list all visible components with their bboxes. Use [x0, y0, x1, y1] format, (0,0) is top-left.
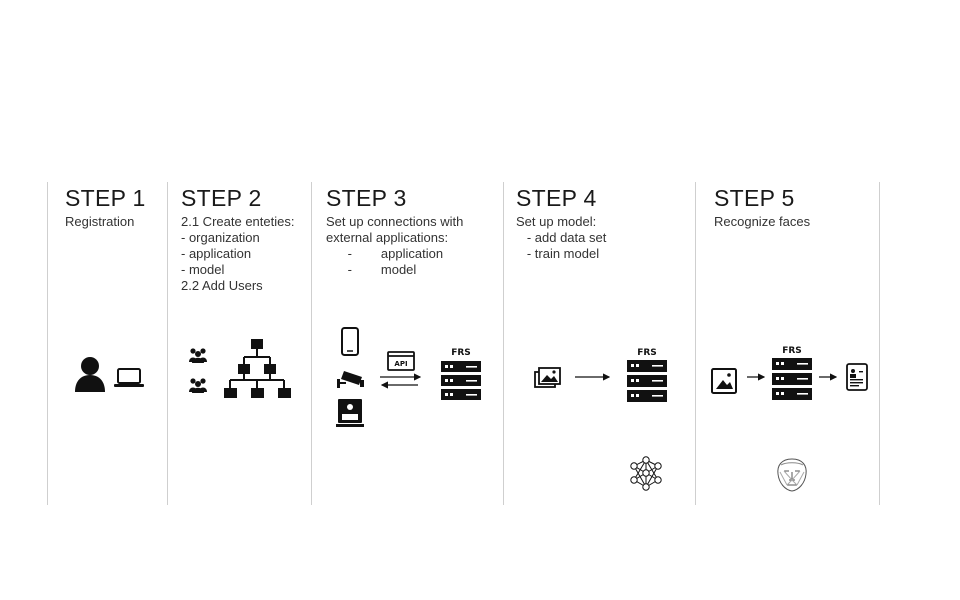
step-3-line: - application [326, 246, 444, 261]
step-4-title: STEP 4 [516, 185, 597, 211]
step-2-line: 2.2 Add Users [181, 278, 263, 293]
step-2-line: - model [181, 262, 225, 277]
arrows-icon [380, 373, 422, 389]
badge-reader-icon [336, 399, 364, 427]
divider-6 [879, 182, 880, 505]
laptop-icon [114, 368, 144, 387]
step-5: STEP 5 Recognize faces [714, 185, 810, 230]
step-3-line: external applications: [326, 230, 449, 245]
divider-3 [311, 182, 312, 505]
group-icon [189, 348, 207, 363]
user-icon [75, 357, 105, 392]
group-icon [189, 378, 207, 393]
hierarchy-icon [224, 339, 291, 398]
step-2-line: - application [181, 246, 252, 261]
server-icon: FRS [441, 348, 481, 400]
step-2-line: - organization [181, 230, 260, 245]
server-icon: FRS [627, 348, 667, 402]
server-icon: FRS [772, 346, 812, 400]
step-5-line: Recognize faces [714, 214, 811, 229]
step-2-title: STEP 2 [181, 185, 262, 211]
phone-icon [341, 327, 359, 356]
divider-1 [47, 182, 48, 505]
api-label: API [394, 360, 407, 368]
image-icon [711, 368, 737, 394]
frs-label: FRS [451, 348, 471, 358]
step-1-title: STEP 1 [65, 185, 146, 211]
divider-4 [503, 182, 504, 505]
frs-label: FRS [782, 346, 802, 356]
step-2-line: 2.1 Create enteties: [181, 214, 295, 229]
frs-label: FRS [637, 348, 657, 358]
id-card-icon [846, 363, 868, 391]
api-window-icon: API [387, 351, 415, 371]
step-3-line: - model [326, 262, 417, 277]
step-5-title: STEP 5 [714, 185, 795, 211]
step-4-line: - train model [516, 246, 600, 261]
step-3: STEP 3 Set up connections with external … [326, 185, 463, 278]
step-1-line: Registration [65, 214, 135, 229]
step-1: STEP 1 Registration [65, 185, 146, 230]
step-3-title: STEP 3 [326, 185, 407, 211]
divider-5 [695, 182, 696, 505]
face-scan-icon [777, 458, 807, 492]
step-4-line: Set up model: [516, 214, 597, 229]
step-4: STEP 4 Set up model: - add data set - tr… [516, 185, 606, 262]
neural-network-icon [630, 456, 662, 491]
step-2: STEP 2 2.1 Create enteties: - organizati… [181, 185, 294, 294]
cctv-camera-icon [337, 371, 364, 388]
step-4-line: - add data set [516, 230, 607, 245]
step-3-line: Set up connections with [326, 214, 464, 229]
divider-2 [167, 182, 168, 505]
images-icon [534, 367, 561, 388]
